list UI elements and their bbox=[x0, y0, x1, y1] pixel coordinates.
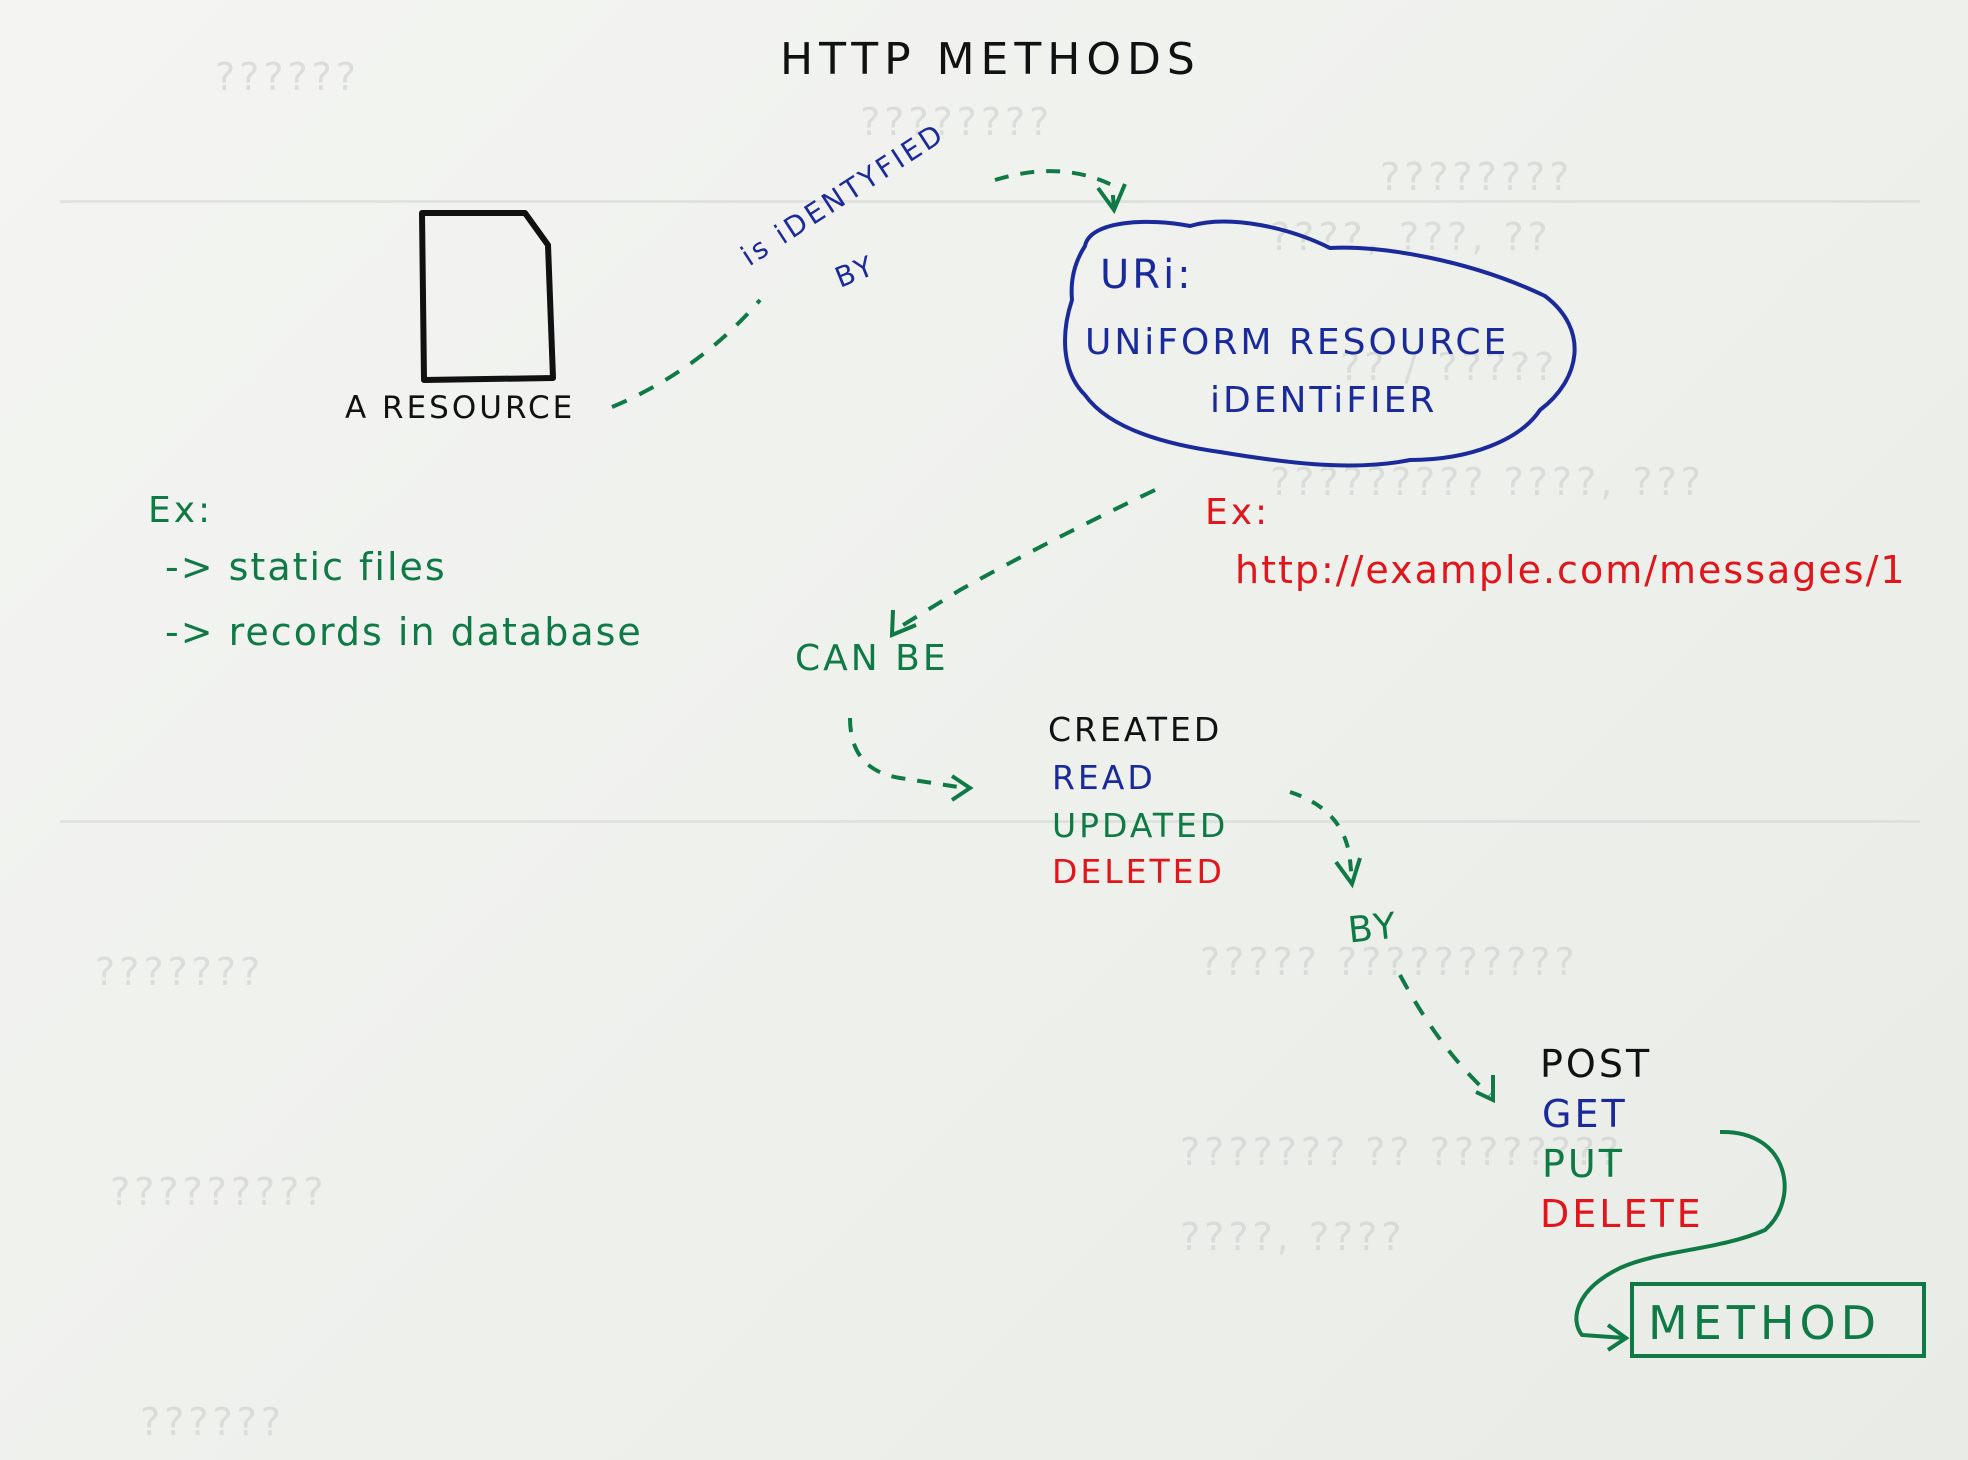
dashed-arrow-canbe-to-operations bbox=[848, 717, 966, 790]
bleed-through-line bbox=[60, 200, 1920, 203]
dashed-arrow-uri-to-canbe bbox=[893, 488, 1156, 632]
resource-example-label: Ex: bbox=[148, 490, 214, 531]
dashed-arrow-identified-to-uri bbox=[994, 169, 1116, 209]
can-be-label: CAN BE bbox=[795, 638, 949, 679]
arrowhead-method-box bbox=[1606, 1323, 1630, 1352]
bleed-through-line bbox=[60, 820, 1920, 823]
arrowhead-uri bbox=[1096, 183, 1127, 215]
bleed-through-text: ??????? bbox=[95, 950, 265, 994]
bleed-through-text: ???????? bbox=[1380, 155, 1574, 199]
bleed-through-text: ????, ???, ?? bbox=[1270, 215, 1552, 259]
uri-example-url: http://example.com/messages/1 bbox=[1235, 548, 1907, 592]
resource-example-item: -> records in database bbox=[165, 610, 643, 654]
uri-line-1: UNiFORM RESOURCE bbox=[1085, 322, 1510, 363]
method-box: METHOD bbox=[1630, 1282, 1926, 1358]
by-label: BY bbox=[1345, 905, 1401, 952]
method-delete: DELETE bbox=[1540, 1192, 1704, 1236]
dashed-arrow-resource-to-uri bbox=[611, 298, 762, 409]
arrowhead-canbe bbox=[889, 609, 917, 639]
bleed-through-text: ????, ???? bbox=[1180, 1215, 1406, 1259]
dashed-arrow-operations-to-by bbox=[1289, 790, 1354, 881]
arrowhead-operations bbox=[950, 774, 974, 802]
uri-cloud bbox=[1063, 219, 1577, 468]
bleed-through-text: ????? ?????????? bbox=[1200, 940, 1579, 984]
operation-read: READ bbox=[1052, 758, 1156, 797]
bleed-through-text: ???????? bbox=[860, 100, 1054, 144]
arrowhead-methods bbox=[1475, 1075, 1495, 1104]
operation-deleted: DELETED bbox=[1052, 852, 1225, 891]
dashed-arrow-by-to-methods bbox=[1398, 974, 1492, 1097]
uri-line-2: iDENTiFIER bbox=[1210, 380, 1438, 421]
operation-updated: UPDATED bbox=[1052, 806, 1229, 845]
method-post: POST bbox=[1540, 1042, 1653, 1086]
bleed-through-text: ?????? bbox=[140, 1400, 286, 1444]
resource-example-item: -> static files bbox=[165, 545, 447, 589]
resource-label: A RESOURCE bbox=[345, 390, 576, 426]
curved-arrow-to-method bbox=[1574, 1129, 1787, 1340]
bleed-through-text: ?? / ????? bbox=[1340, 345, 1559, 389]
page-title: HTTP METHODS bbox=[780, 34, 1201, 85]
method-put: PUT bbox=[1542, 1142, 1625, 1186]
document-icon bbox=[419, 210, 556, 383]
uri-heading: URi: bbox=[1100, 252, 1194, 298]
bleed-through-text: ?????? bbox=[215, 55, 361, 99]
uri-example-label: Ex: bbox=[1205, 492, 1271, 533]
arrowhead-by bbox=[1334, 857, 1362, 889]
method-box-label: METHOD bbox=[1648, 1296, 1882, 1350]
method-get: GET bbox=[1542, 1092, 1628, 1136]
bleed-through-text: ????????? bbox=[110, 1170, 328, 1214]
operation-created: CREATED bbox=[1048, 710, 1223, 749]
bleed-through-text: ??????? ?? ???????? bbox=[1180, 1130, 1624, 1174]
